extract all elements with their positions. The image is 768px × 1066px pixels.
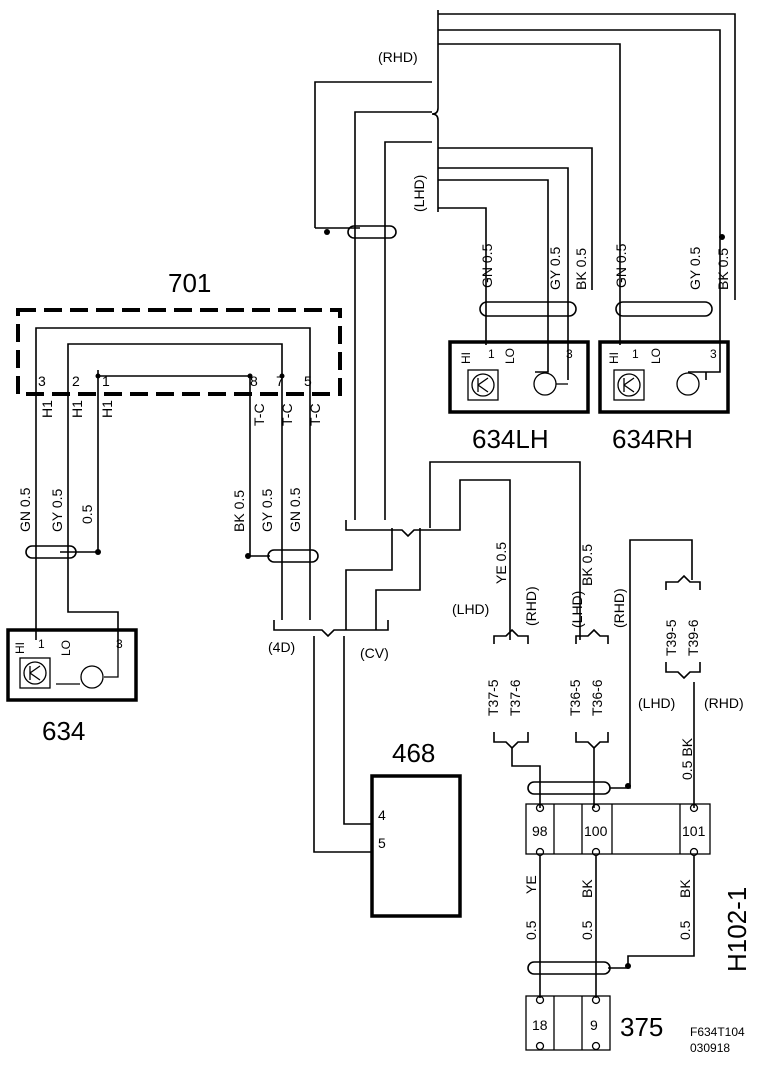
connector-375: 18 9: [525, 995, 611, 1051]
label-634lh: 634LH: [472, 424, 549, 454]
pin-1: 1: [38, 637, 45, 651]
hi-label: HI: [13, 642, 27, 654]
wire-label: 0.5: [79, 504, 95, 524]
wire-label: BK 0.5: [573, 248, 589, 290]
sensor-634rh: HI 1 LO 3: [598, 340, 730, 414]
wire-label: BK: [677, 879, 693, 898]
wire-label: GY 0.5: [49, 488, 65, 532]
module-701: [16, 308, 342, 396]
lhd-label-top: (LHD): [411, 175, 427, 212]
rhd-label-top: (RHD): [378, 49, 418, 65]
wire-label: YE 0.5: [493, 542, 509, 584]
wire-label: GN 0.5: [479, 243, 495, 288]
sensor-634lh: HI 1 LO 3: [448, 340, 590, 414]
label-h102-1: H102-1: [722, 887, 752, 972]
label-468: 468: [392, 738, 435, 768]
terminal-100: 100: [584, 823, 608, 839]
top-wire-bundle: [314, 10, 736, 520]
hi-label: HI: [607, 352, 621, 364]
pin-label: H1: [39, 400, 55, 418]
label-375: 375: [620, 1012, 663, 1042]
pin-7: 7: [276, 373, 284, 389]
pin-3: 3: [38, 373, 46, 389]
pin-label: H1: [69, 400, 85, 418]
hi-label: HI: [459, 352, 473, 364]
rh-wire-labels: GN 0.5 GY 0.5 BK 0.5: [613, 234, 736, 380]
rhd-label: (RHD): [523, 586, 539, 626]
terminal-9: 9: [590, 1017, 598, 1033]
ref-date: 030918: [690, 1041, 730, 1055]
pin-1: 1: [632, 347, 639, 361]
module-701-internal: 3 2 1 8 7 5 H1 H1 H1 T-C T-C T-C: [35, 327, 323, 426]
lhd-label: (LHD): [569, 591, 585, 628]
lo-label: LO: [503, 348, 517, 364]
wire-label: GN 0.5: [17, 487, 33, 532]
pin-5: 5: [378, 835, 386, 851]
connector-t37-6: T37-6: [507, 679, 523, 716]
wire-label: GY 0.5: [687, 246, 703, 290]
wire-label: 0.5 BK: [679, 737, 695, 780]
wire-label: GN 0.5: [613, 243, 629, 288]
wires-701-to-634: GN 0.5 GY 0.5 0.5: [17, 412, 119, 648]
terminal-98: 98: [532, 823, 548, 839]
connector-t39-5: T39-5: [663, 619, 679, 656]
right-connector-wiring: YE 0.5 BK 0.5 (RHD) (LHD) (RHD) (LHD) T3…: [452, 539, 744, 808]
wire-label: BK: [579, 879, 595, 898]
wire-label: 0.5: [579, 920, 595, 940]
wire-label: BK 0.5: [231, 490, 247, 532]
wire-label: GY 0.5: [547, 246, 563, 290]
ref-code: F634T104: [690, 1025, 745, 1039]
pin-label: T-C: [279, 403, 295, 426]
pin-label: T-C: [251, 403, 267, 426]
pin-3: 3: [710, 347, 717, 361]
pin-5: 5: [304, 373, 312, 389]
pin-2: 2: [72, 373, 80, 389]
lo-label: LO: [649, 348, 663, 364]
label-634: 634: [42, 716, 85, 746]
wire-label: 0.5: [677, 920, 693, 940]
pin-3: 3: [566, 347, 573, 361]
wire-label: GY 0.5: [259, 488, 275, 532]
lh-wire-labels: GN 0.5 GY 0.5 BK 0.5: [479, 243, 589, 380]
lhd-label: (LHD): [638, 695, 675, 711]
connector-t36-5: T36-5: [567, 679, 583, 716]
4d-label: (4D): [268, 639, 295, 655]
pin-label: T-C: [307, 403, 323, 426]
label-701: 701: [168, 268, 211, 298]
rhd-label: (RHD): [611, 588, 627, 628]
pin-8: 8: [250, 373, 258, 389]
cv-label: (CV): [360, 645, 389, 661]
pin-3: 3: [116, 637, 123, 651]
lhd-label: (LHD): [452, 601, 489, 617]
sensor-634: HI 1 LO 3: [6, 628, 138, 702]
wire-label: BK 0.5: [579, 544, 595, 586]
wire-label: YE: [523, 875, 539, 894]
connector-t36-6: T36-6: [589, 679, 605, 716]
wire-label: BK 0.5: [715, 248, 731, 290]
pin-1: 1: [102, 373, 110, 389]
pin-1: 1: [488, 347, 495, 361]
connector-t39-6: T39-6: [685, 619, 701, 656]
wires-h102-to-375: YE BK BK 0.5 0.5 0.5: [523, 856, 695, 998]
wires-701-tc: BK 0.5 GY 0.5 GN 0.5 (4D) (CV): [231, 412, 581, 853]
connector-t37-5: T37-5: [485, 679, 501, 716]
terminal-18: 18: [532, 1017, 548, 1033]
pin-4: 4: [378, 807, 386, 823]
rhd-label: (RHD): [704, 695, 744, 711]
wire-label: GN 0.5: [287, 487, 303, 532]
pin-label: H1: [99, 400, 115, 418]
label-634rh: 634RH: [612, 424, 693, 454]
module-468: [370, 774, 462, 918]
terminal-block-h102: 98 100 101: [525, 803, 711, 857]
wire-label: 0.5: [523, 920, 539, 940]
terminal-101: 101: [682, 823, 706, 839]
lo-label: LO: [59, 640, 73, 656]
